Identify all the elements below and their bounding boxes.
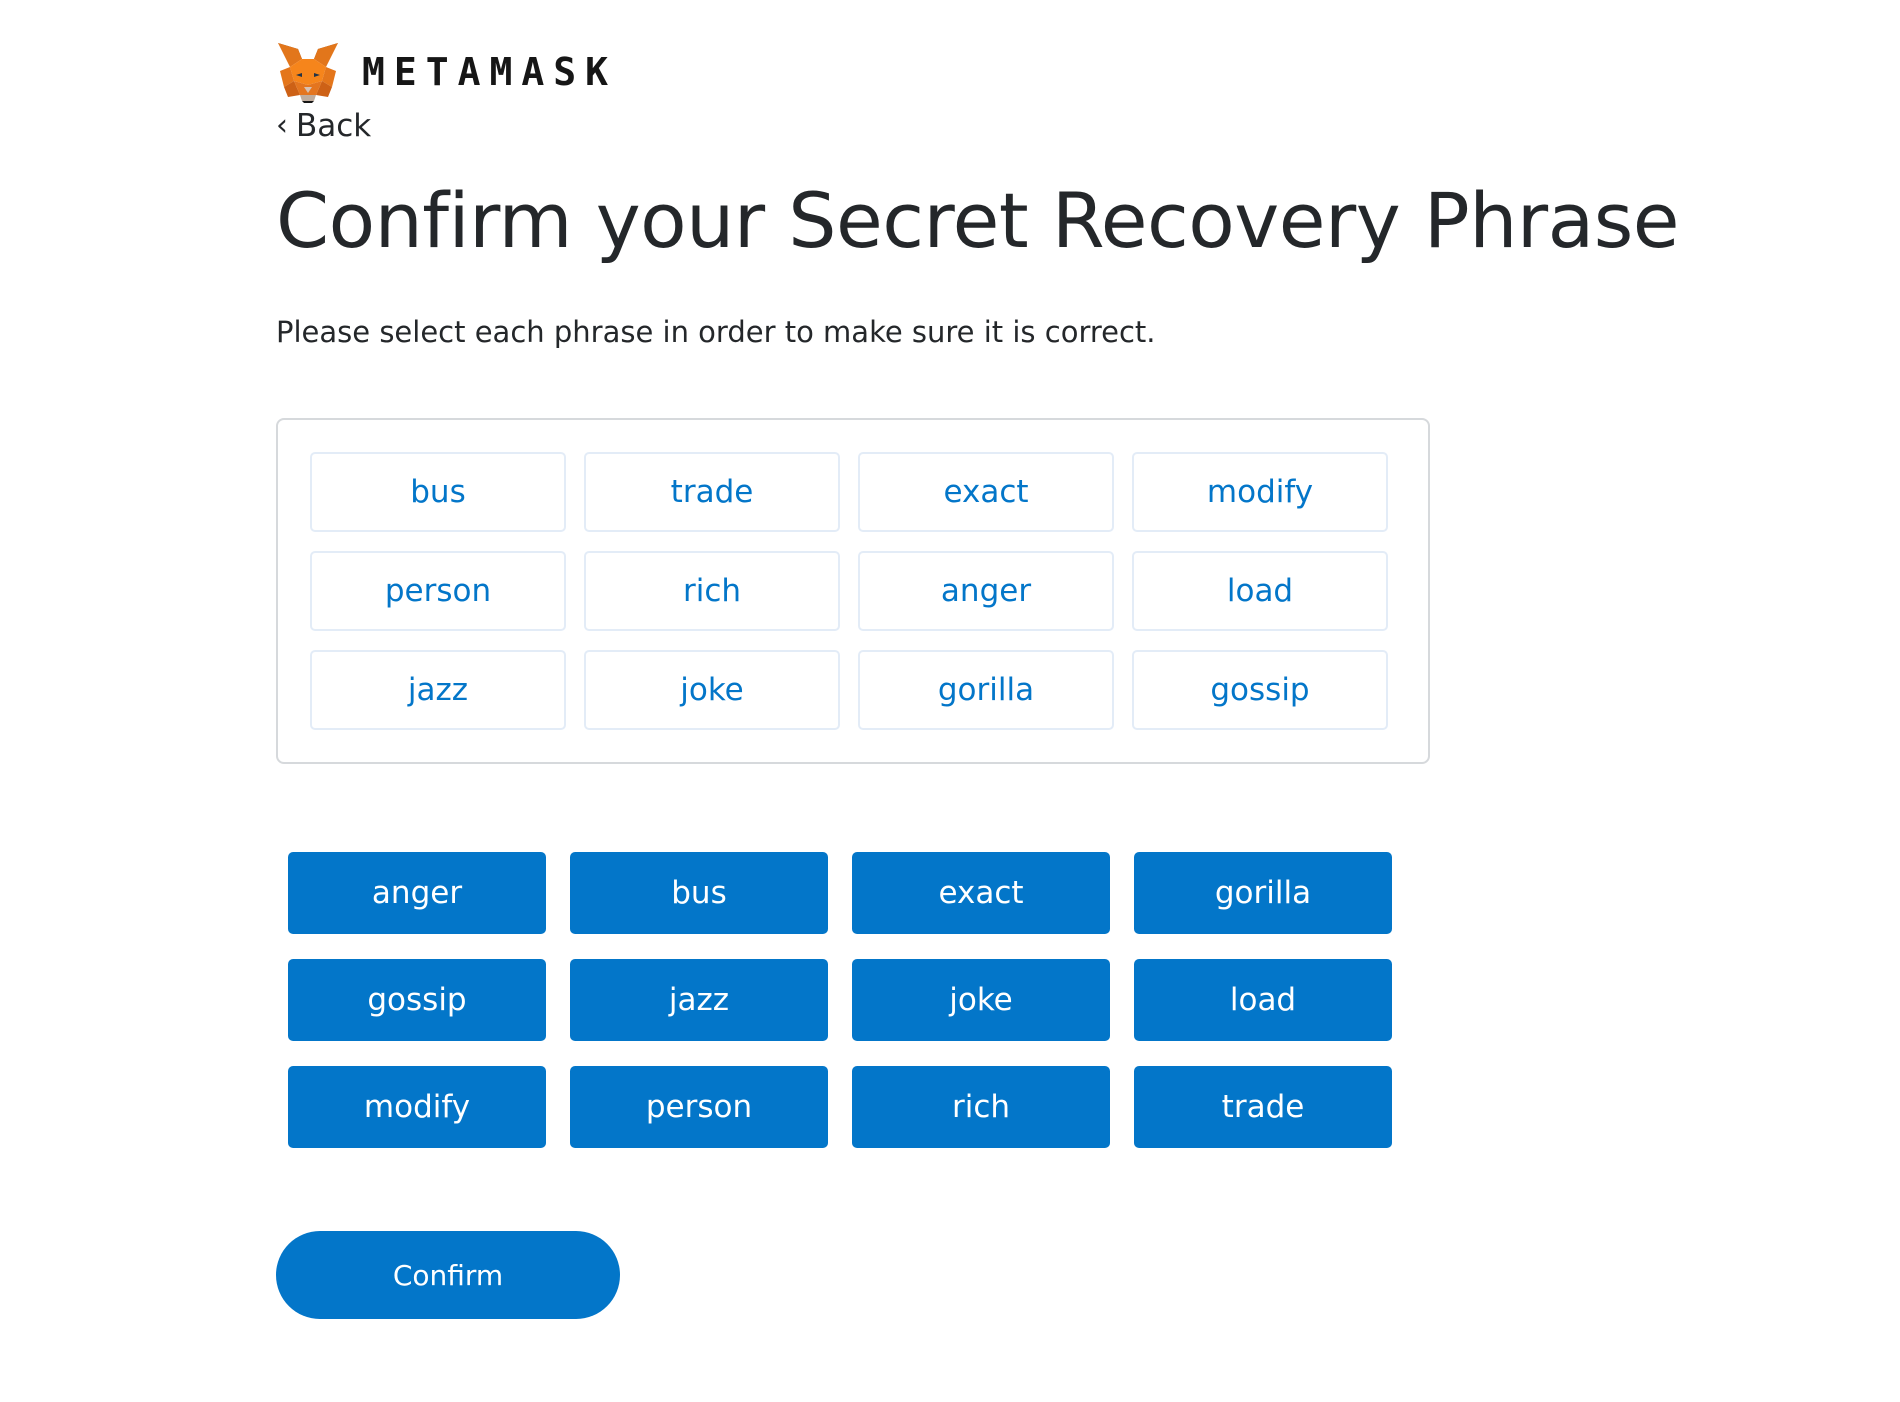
instructions-text: Please select each phrase in order to ma… — [276, 315, 1156, 349]
selected-word[interactable]: jazz — [310, 650, 566, 730]
selected-word[interactable]: trade — [584, 452, 840, 532]
selected-word[interactable]: gorilla — [858, 650, 1114, 730]
word-bank-button[interactable]: jazz — [570, 959, 828, 1041]
back-label: Back — [296, 108, 372, 144]
selected-word[interactable]: bus — [310, 452, 566, 532]
selected-word[interactable]: exact — [858, 452, 1114, 532]
header: METAMASK — [276, 40, 1696, 104]
page-title: Confirm your Secret Recovery Phrase — [276, 176, 1680, 265]
word-bank-grid: anger bus exact gorilla gossip jazz joke… — [288, 852, 1392, 1148]
metamask-fox-icon — [278, 43, 338, 103]
word-bank-button[interactable]: rich — [852, 1066, 1110, 1148]
confirm-button[interactable]: Confirm — [276, 1231, 620, 1319]
word-bank-button[interactable]: trade — [1134, 1066, 1392, 1148]
word-bank-button[interactable]: anger — [288, 852, 546, 934]
word-bank-button[interactable]: load — [1134, 959, 1392, 1041]
word-bank-button[interactable]: exact — [852, 852, 1110, 934]
selected-word[interactable]: gossip — [1132, 650, 1388, 730]
selected-word[interactable]: person — [310, 551, 566, 631]
word-bank-button[interactable]: bus — [570, 852, 828, 934]
selected-word[interactable]: modify — [1132, 452, 1388, 532]
word-bank-button[interactable]: joke — [852, 959, 1110, 1041]
word-bank-button[interactable]: gorilla — [1134, 852, 1392, 934]
selected-word[interactable]: joke — [584, 650, 840, 730]
chevron-left-icon: ‹ — [276, 108, 288, 143]
selected-phrase-grid: bus trade exact modify person rich anger… — [310, 452, 1388, 730]
confirm-phrase-page: METAMASK ‹ Back Confirm your Secret Reco… — [276, 40, 1696, 1319]
back-link[interactable]: ‹ Back — [276, 104, 416, 148]
word-bank-button[interactable]: gossip — [288, 959, 546, 1041]
selected-word[interactable]: load — [1132, 551, 1388, 631]
selected-word[interactable]: rich — [584, 551, 840, 631]
selected-word[interactable]: anger — [858, 551, 1114, 631]
word-bank-button[interactable]: person — [570, 1066, 828, 1148]
metamask-wordmark: METAMASK — [362, 50, 618, 94]
word-bank-button[interactable]: modify — [288, 1066, 546, 1148]
selected-phrase-box: bus trade exact modify person rich anger… — [276, 418, 1430, 764]
